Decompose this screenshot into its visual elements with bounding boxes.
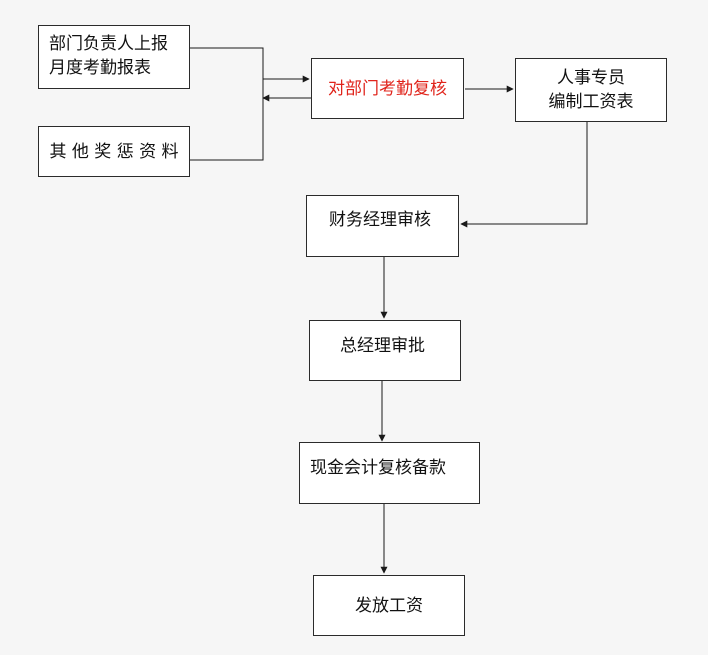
pay-salary-label: 发放工资: [355, 595, 423, 616]
gm-approval-label: 总经理审批: [340, 336, 425, 356]
hr-payroll-line2: 编制工资表: [548, 92, 634, 112]
attendance-review-box: 对部门考勤复核: [311, 58, 464, 119]
dept-attendance-report-box: 部门负责人上报 月度考勤报表: [38, 25, 190, 89]
hr-payroll-line1: 人事专员: [557, 68, 625, 88]
finance-review-box: 财务经理审核: [306, 195, 459, 257]
other-materials-label: 其 他 奖 惩 资 料: [49, 141, 179, 162]
pay-salary-box: 发放工资: [313, 575, 465, 636]
finance-review-label: 财务经理审核: [329, 210, 431, 230]
arrow-to-finance-review: [460, 121, 588, 228]
input-bracket-line: [189, 47, 264, 161]
hr-payroll-box: 人事专员 编制工资表: [515, 58, 667, 122]
cashier-review-label: 现金会计复核备款: [310, 458, 446, 478]
dept-report-line2: 月度考勤报表: [49, 58, 151, 78]
attendance-review-label: 对部门考勤复核: [328, 78, 447, 99]
gm-approval-box: 总经理审批: [309, 320, 461, 381]
dept-report-line1: 部门负责人上报: [49, 34, 168, 54]
cashier-review-box: 现金会计复核备款: [299, 442, 480, 504]
other-materials-box: 其 他 奖 惩 资 料: [38, 126, 190, 177]
